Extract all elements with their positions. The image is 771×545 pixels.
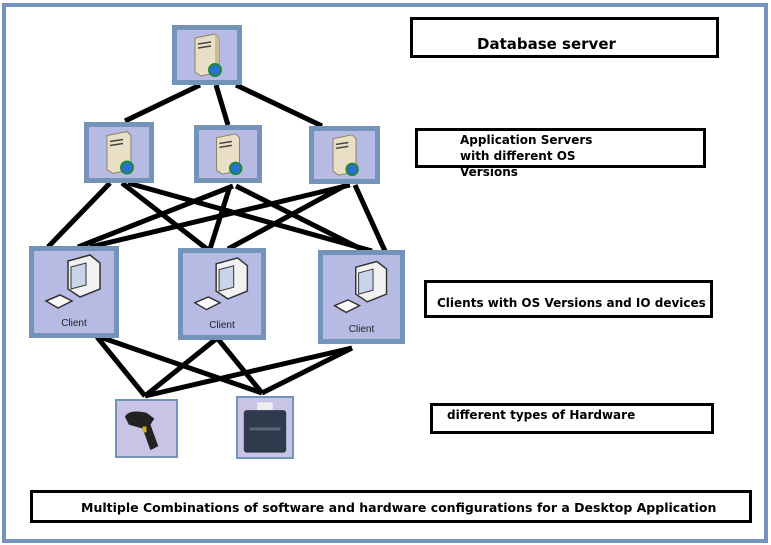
client-node-2: Client (178, 248, 266, 340)
connector-app3-client2 (226, 182, 348, 252)
client-node-1: Client (29, 246, 119, 338)
connector-client2-printer (216, 337, 264, 395)
connector-db-app2 (213, 84, 231, 126)
label-hardware: different types of Hardware (430, 403, 714, 434)
receipt-printer-node (236, 396, 294, 459)
barcode-scanner-node (115, 399, 178, 458)
connector-app1-client3 (127, 180, 373, 254)
label-application-servers: Application Servers with different OS Ve… (415, 128, 706, 179)
label-clients: Clients with OS Versions and IO devices (424, 280, 713, 318)
client-caption: Client (61, 318, 87, 329)
computer-icon (44, 254, 101, 309)
client-node-3: Client (318, 250, 405, 344)
diagram-frame (2, 3, 768, 543)
server-globe-icon (194, 33, 222, 77)
connector-app1-client2 (120, 181, 209, 251)
connector-client3-scanner (144, 345, 353, 399)
label-footer-summary: Multiple Combinations of software and ha… (30, 490, 752, 523)
connector-app2-client1 (77, 183, 234, 250)
computer-icon (332, 260, 388, 314)
connector-client3-printer (260, 345, 354, 396)
connector-client2-scanner (143, 337, 218, 398)
receipt-printer-icon (243, 402, 287, 453)
server-globe-icon (216, 133, 243, 176)
app-server-node-1 (84, 122, 154, 183)
client-caption: Client (348, 324, 375, 335)
connector-app2-client3 (234, 183, 367, 254)
client-caption: Client (209, 320, 235, 331)
computer-icon (193, 257, 249, 311)
server-globe-icon (106, 130, 134, 175)
connector-app1-client1 (46, 181, 112, 249)
server-globe-icon (332, 134, 359, 177)
connector-app3-client3 (352, 183, 388, 253)
label-database-server: Database server (410, 17, 719, 58)
app-server-node-2 (194, 125, 262, 183)
connector-db-app1 (123, 82, 202, 124)
database-server-node (172, 25, 242, 85)
connector-db-app3 (234, 82, 324, 129)
connector-app3-client1 (89, 182, 351, 250)
barcode-scanner-icon (124, 411, 159, 451)
connector-client1-scanner (95, 335, 147, 398)
app-server-node-3 (309, 126, 380, 184)
